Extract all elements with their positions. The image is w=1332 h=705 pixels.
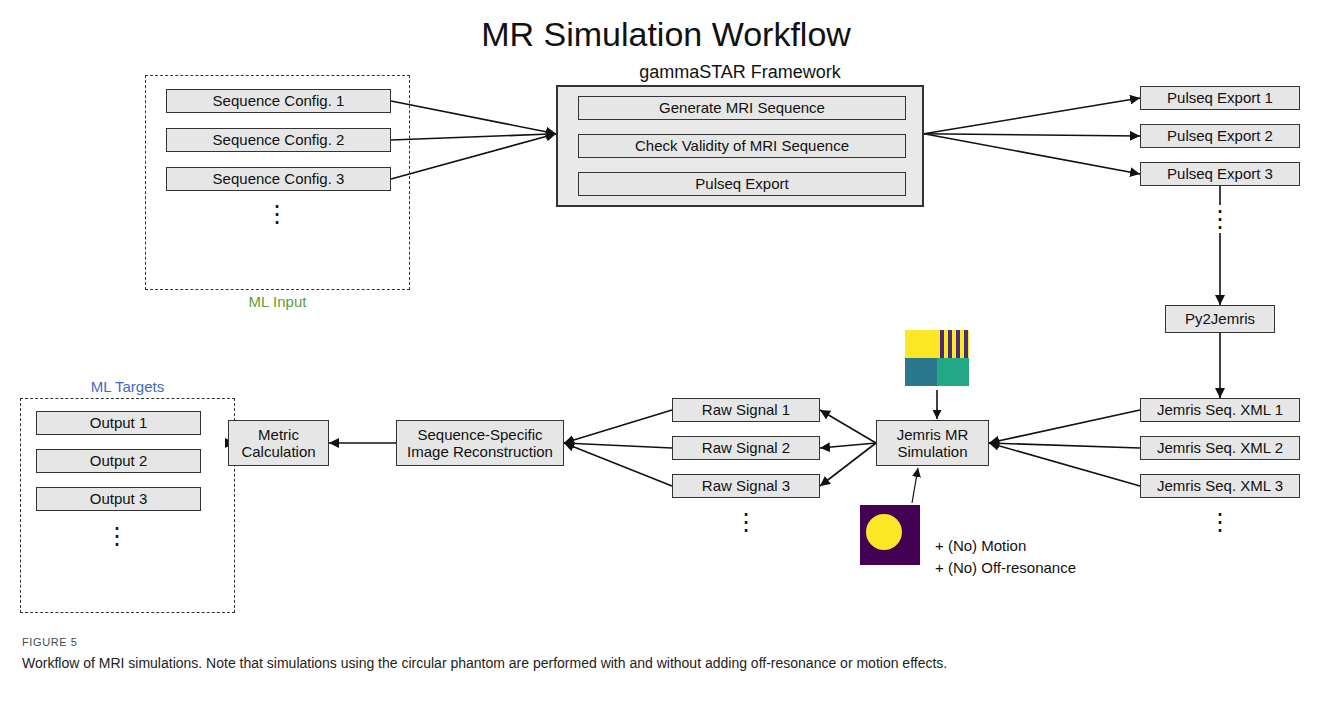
process-box: Check Validity of MRI Sequence — [578, 134, 906, 158]
ellipsis: ⋮ — [1208, 508, 1232, 536]
box-label: Pulseq Export 3 — [1163, 165, 1277, 182]
circular-phantom — [860, 505, 920, 565]
process-box: Generate MRI Sequence — [578, 96, 906, 120]
box-label: Jemris Seq. XML 2 — [1153, 439, 1287, 456]
group-box: ML InputSequence Config. 1Sequence Confi… — [145, 75, 410, 290]
flow-arrow — [1219, 186, 1221, 305]
box-label: Sequence-Specific Image Reconstruction — [397, 426, 563, 461]
process-box: Pulseq Export — [578, 172, 906, 196]
annotation: + (No) Motion — [935, 537, 1026, 554]
framework-box: gammaSTAR FrameworkGenerate MRI Sequence… — [556, 85, 924, 207]
flow-arrow — [924, 134, 1140, 136]
box-label: Sequence Config. 3 — [209, 170, 349, 187]
box-label: Sequence Config. 2 — [209, 131, 349, 148]
process-box: Sequence Config. 1 — [166, 89, 391, 113]
flow-arrow — [391, 101, 556, 134]
process-box: Raw Signal 3 — [672, 474, 820, 498]
process-box: Jemris Seq. XML 1 — [1140, 398, 1300, 422]
flow-arrow — [989, 443, 1140, 486]
box-label: Generate MRI Sequence — [655, 99, 829, 116]
flow-arrow — [391, 134, 556, 140]
process-box: Raw Signal 1 — [672, 398, 820, 422]
box-label: Pulseq Export 1 — [1163, 89, 1277, 106]
group-heading: gammaSTAR Framework — [518, 62, 962, 83]
process-box: Metric Calculation — [228, 420, 329, 466]
box-label: Jemris MR Simulation — [877, 426, 988, 461]
process-box: Sequence Config. 3 — [166, 167, 391, 191]
flow-arrow — [924, 98, 1140, 134]
flow-arrow — [924, 134, 1140, 174]
box-label: Pulseq Export — [691, 175, 792, 192]
box-label: Jemris Seq. XML 1 — [1153, 401, 1287, 418]
box-label: Jemris Seq. XML 3 — [1153, 477, 1287, 494]
flow-arrow — [564, 443, 672, 486]
box-label: Raw Signal 1 — [698, 401, 794, 418]
process-box: Jemris MR Simulation — [876, 420, 989, 466]
ellipsis: ⋮ — [734, 508, 758, 536]
process-box: Output 2 — [36, 449, 201, 473]
group-heading: ML Input — [106, 293, 449, 310]
flow-arrow — [564, 410, 672, 443]
flow-arrow — [391, 134, 556, 179]
phantom-arrow — [912, 468, 918, 503]
flow-arrow — [820, 410, 876, 443]
box-label: Raw Signal 2 — [698, 439, 794, 456]
box-label: Pulseq Export 2 — [1163, 127, 1277, 144]
process-box: Py2Jemris — [1165, 305, 1275, 333]
flow-arrow — [820, 443, 876, 486]
title: MR Simulation Workflow — [0, 14, 1332, 54]
flow-arrow — [564, 443, 672, 448]
group-heading: ML Targets — [0, 378, 274, 395]
box-label: Sequence Config. 1 — [209, 92, 349, 109]
ellipsis: ⋮ — [1208, 205, 1232, 233]
process-box: Output 3 — [36, 487, 201, 511]
tissue-phantom — [905, 330, 969, 386]
ellipsis: ⋮ — [105, 522, 129, 550]
process-box: Pulseq Export 3 — [1140, 162, 1300, 186]
box-label: Py2Jemris — [1181, 310, 1259, 327]
process-box: Pulseq Export 1 — [1140, 86, 1300, 110]
process-box: Jemris Seq. XML 3 — [1140, 474, 1300, 498]
figure-number: FIGURE 5 — [22, 636, 78, 648]
box-label: Output 2 — [86, 452, 152, 469]
box-label: Check Validity of MRI Sequence — [631, 137, 853, 154]
caption: Workflow of MRI simulations. Note that s… — [22, 654, 1312, 672]
process-box: Pulseq Export 2 — [1140, 124, 1300, 148]
box-label: Metric Calculation — [229, 426, 328, 461]
flow-arrow — [1219, 333, 1221, 398]
annotation: + (No) Off-resonance — [935, 559, 1076, 576]
flow-arrow — [989, 410, 1140, 443]
process-box: Sequence-Specific Image Reconstruction — [396, 420, 564, 466]
ellipsis: ⋮ — [265, 200, 289, 228]
process-box: Jemris Seq. XML 2 — [1140, 436, 1300, 460]
flow-arrow — [989, 443, 1140, 448]
process-box: Sequence Config. 2 — [166, 128, 391, 152]
group-box: ML TargetsOutput 1Output 2Output 3 — [20, 398, 235, 613]
process-box: Output 1 — [36, 411, 201, 435]
phantom-arrow — [936, 390, 938, 419]
box-label: Output 1 — [86, 414, 152, 431]
box-label: Raw Signal 3 — [698, 477, 794, 494]
process-box: Raw Signal 2 — [672, 436, 820, 460]
flow-arrow — [820, 443, 876, 448]
box-label: Output 3 — [86, 490, 152, 507]
flow-arrow — [329, 442, 396, 444]
